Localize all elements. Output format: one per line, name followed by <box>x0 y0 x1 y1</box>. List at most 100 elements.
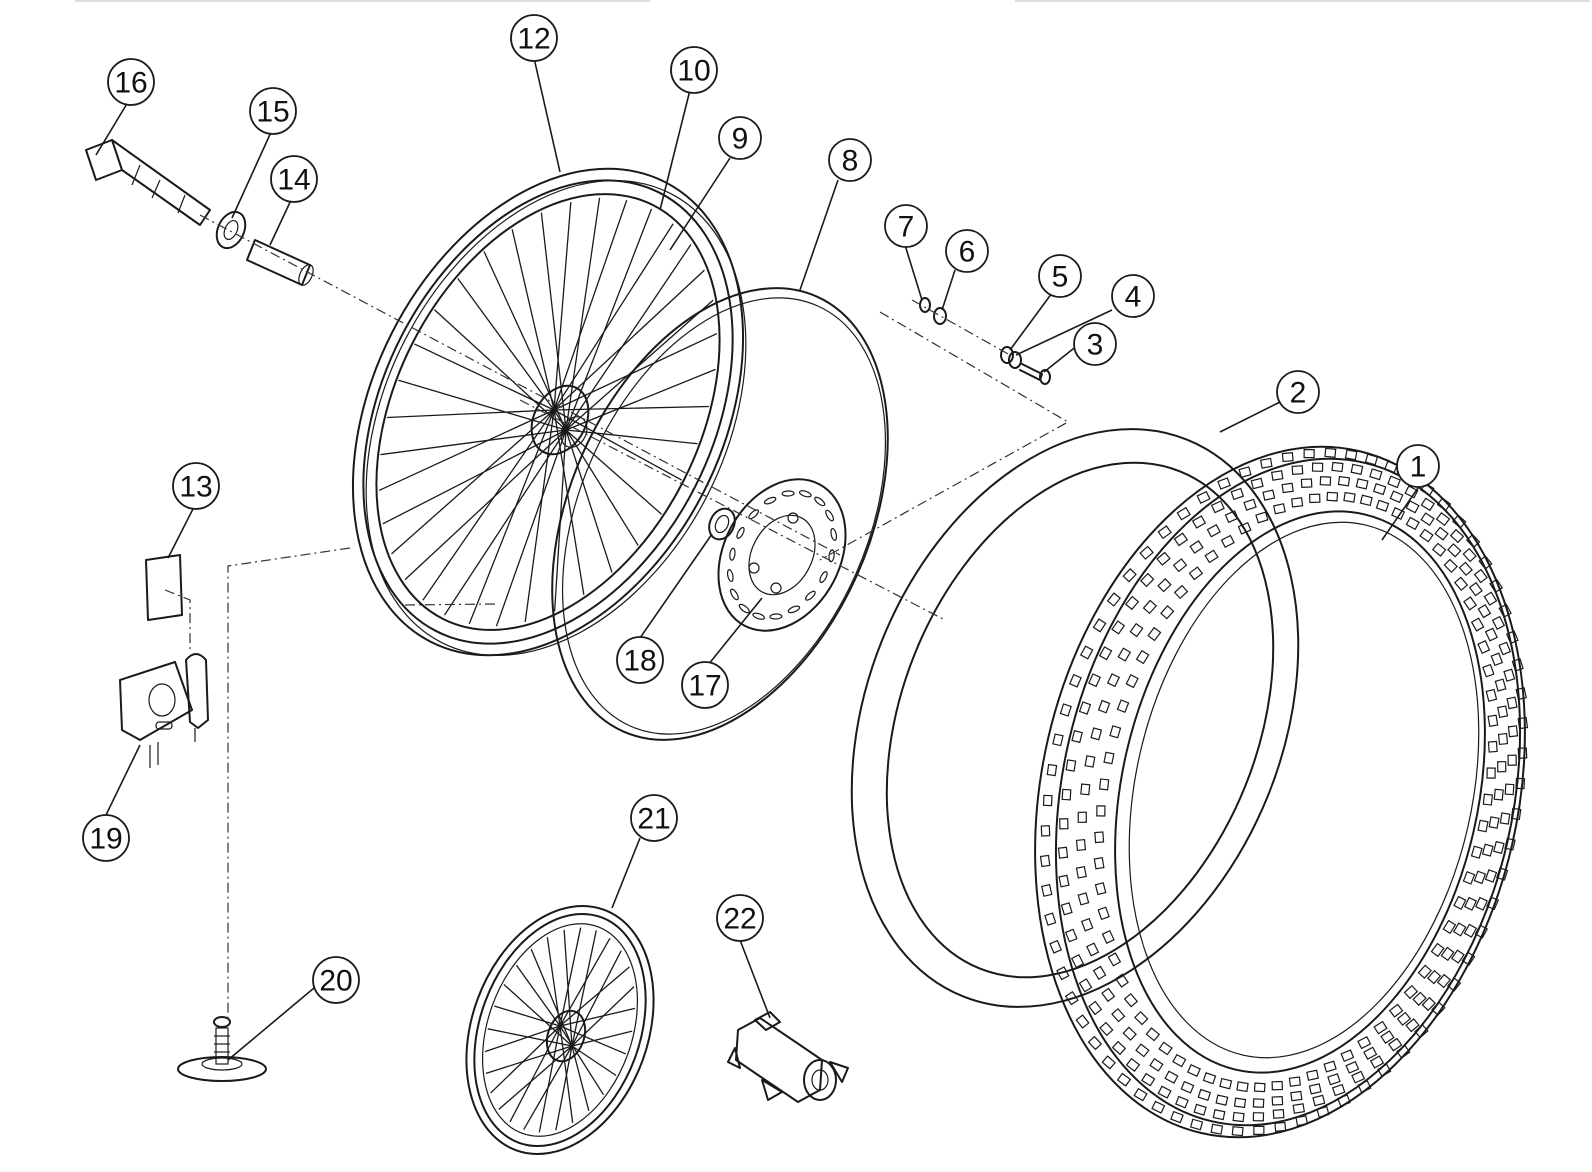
tread-block <box>1357 1080 1372 1094</box>
tread-block <box>1236 1081 1249 1093</box>
spoke <box>487 1028 573 1047</box>
tread-block <box>1517 747 1528 759</box>
tread-block <box>1473 568 1488 584</box>
spoke <box>540 212 567 431</box>
tread-block <box>1281 482 1294 494</box>
tread-block <box>1117 647 1132 662</box>
bolt-nut-parts <box>1000 346 1051 385</box>
tread-block <box>1139 572 1155 588</box>
tread-block <box>1449 528 1465 544</box>
tread-block <box>1075 865 1087 879</box>
tread-block <box>1306 1069 1319 1081</box>
spoke <box>503 984 573 1047</box>
tread-block <box>1101 987 1116 1003</box>
tread-block <box>1111 620 1126 635</box>
tread-block <box>1442 919 1457 935</box>
tread-block <box>1440 946 1455 962</box>
tread-block <box>1316 1105 1330 1118</box>
tread-block <box>1101 929 1115 944</box>
spoke <box>571 1045 590 1111</box>
spoke <box>468 409 555 625</box>
tread-block <box>1058 874 1070 888</box>
tread-block <box>1041 883 1053 897</box>
tread-block <box>1147 626 1162 642</box>
tread-block <box>1252 1112 1265 1122</box>
spoke <box>398 379 567 431</box>
tread-block <box>1491 615 1506 630</box>
callout-17: 17 <box>681 661 729 709</box>
tread-block <box>1452 922 1467 937</box>
tread-block <box>1498 641 1512 656</box>
callout-5-label: 5 <box>1052 261 1069 294</box>
callout-19: 19 <box>82 814 130 862</box>
tread-block <box>1436 973 1452 989</box>
tread-block <box>1436 497 1452 512</box>
tread-block <box>1189 1118 1204 1131</box>
callout-21: 21 <box>630 794 678 842</box>
callout-13-label: 13 <box>179 471 212 504</box>
hub-bearing-part <box>708 507 736 541</box>
disc-slot <box>752 612 766 620</box>
callout-10-label: 10 <box>677 55 710 88</box>
disc-slot <box>828 549 835 563</box>
tread-block <box>1344 449 1358 461</box>
callout-15: 15 <box>249 87 297 135</box>
callout-14: 14 <box>270 155 318 203</box>
spoke <box>485 1045 573 1075</box>
callout-2: 2 <box>1276 370 1320 414</box>
spoke <box>559 927 582 1027</box>
tread-block <box>1109 725 1122 739</box>
tread-block <box>1487 740 1498 753</box>
tread-block <box>1084 755 1096 768</box>
tread-block <box>1259 457 1273 469</box>
tread-block <box>1219 1077 1233 1090</box>
tread-block <box>1430 942 1445 958</box>
tread-block <box>1295 1115 1309 1127</box>
spoke <box>386 409 555 419</box>
tread-block <box>1170 1110 1184 1124</box>
tread-block <box>1474 924 1489 939</box>
leader-lines <box>95 57 1419 1061</box>
spoke <box>484 1025 561 1053</box>
tread-block <box>1230 487 1245 501</box>
tread-block <box>1075 839 1087 851</box>
tread-block <box>1106 673 1121 688</box>
spoke <box>553 269 705 411</box>
tread-block <box>1372 483 1387 496</box>
tread-block <box>1350 463 1364 475</box>
tread-block <box>1088 673 1102 688</box>
tread-block <box>1098 646 1113 661</box>
rim-band-part <box>551 287 889 741</box>
tread-block <box>1103 751 1115 765</box>
tread-block <box>1274 1121 1287 1132</box>
tread-block <box>1490 652 1504 667</box>
tread-block <box>1087 1035 1103 1051</box>
tread-block <box>1345 1060 1360 1074</box>
tread-block <box>1094 882 1107 896</box>
spoke <box>523 1045 573 1130</box>
tread-block <box>1403 984 1419 1000</box>
tread-block <box>1106 592 1121 607</box>
tread-block <box>1255 511 1269 524</box>
tread-block <box>1180 1080 1195 1094</box>
tread-block <box>1331 1083 1346 1097</box>
callouts: 1 2 3 4 5 6 7 8 9 10 12 13 14 15 16 17 1… <box>82 14 1440 1004</box>
tread-block <box>1470 845 1483 859</box>
tread-block <box>1434 526 1449 541</box>
spoke <box>490 1025 561 1094</box>
tread-block <box>1493 840 1505 855</box>
spoke <box>530 948 573 1047</box>
callout-8: 8 <box>828 138 872 182</box>
disc-slot <box>738 603 750 614</box>
tread-block <box>1097 906 1110 921</box>
tread-block <box>1124 595 1140 611</box>
tread-block <box>1462 870 1476 885</box>
callout-18: 18 <box>616 636 664 684</box>
callout-2-label: 2 <box>1290 377 1307 410</box>
tread-block <box>1220 534 1235 549</box>
tread-block <box>1396 1044 1411 1059</box>
callout-6: 6 <box>945 229 989 273</box>
tread-block <box>1369 468 1383 481</box>
wheel-spokes <box>378 197 718 627</box>
